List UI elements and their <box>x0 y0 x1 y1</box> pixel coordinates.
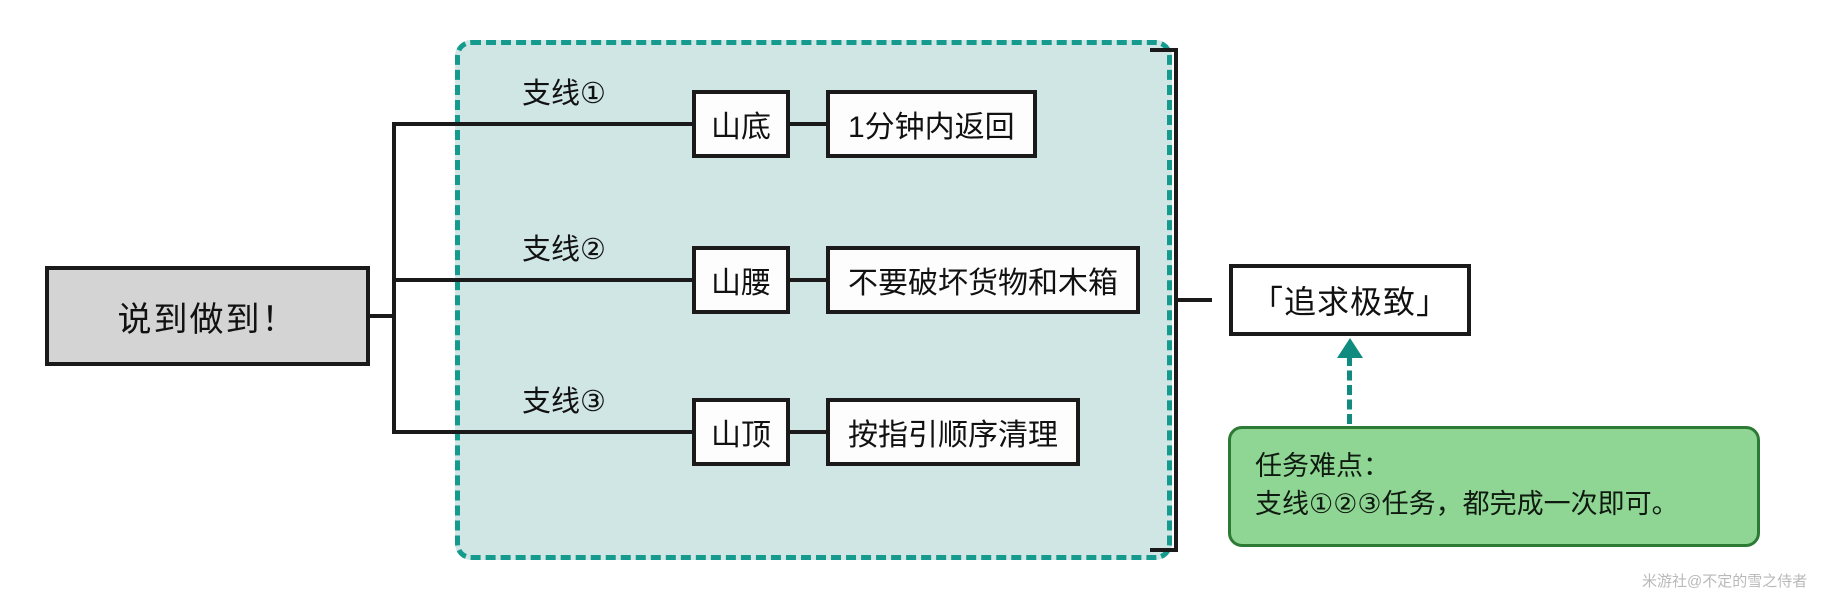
goal-node[interactable]: 「追求极致」 <box>1229 264 1471 336</box>
branch-1-label: 支线① <box>522 78 606 110</box>
branch-2-label: 支线② <box>522 234 606 266</box>
branch-2-stage-label: 山腰 <box>711 267 771 300</box>
branch-3-stage-label: 山顶 <box>711 419 771 452</box>
branch-1-stage-node[interactable]: 山底 <box>692 90 790 158</box>
difficulty-note-title: 任务难点： <box>1255 451 1390 481</box>
branch-3-stage-node[interactable]: 山顶 <box>692 398 790 466</box>
group-bracket <box>1150 48 1178 552</box>
branch-2-task-label: 不要破坏货物和木箱 <box>848 267 1118 300</box>
difficulty-note-body: 支线①②③任务，都完成一次即可。 <box>1255 489 1679 520</box>
trunk-connector <box>370 314 396 318</box>
branch-1-stage-label: 山底 <box>711 111 771 144</box>
branch-1-stage-task-connector <box>790 122 826 126</box>
branch-2-stage-task-connector <box>790 278 826 282</box>
goal-node-label: 「追求极致」 <box>1250 284 1449 320</box>
root-node-label: 说到做到！ <box>117 300 298 339</box>
branch-3-task-label: 按指引顺序清理 <box>848 419 1058 452</box>
branch-3-connector <box>392 430 692 434</box>
bracket-stem-connector <box>1178 298 1212 302</box>
difficulty-note: 任务难点： 支线①②③任务，都完成一次即可。 <box>1228 426 1760 547</box>
note-to-goal-arrow-shaft <box>1347 356 1352 424</box>
branch-3-stage-task-connector <box>790 430 826 434</box>
branch-1-connector <box>392 122 692 126</box>
root-node[interactable]: 说到做到！ <box>45 266 370 366</box>
watermark: 米游社@不定的雪之侍者 <box>1642 573 1808 590</box>
branch-2-stage-node[interactable]: 山腰 <box>692 246 790 314</box>
branch-1-task-node[interactable]: 1分钟内返回 <box>826 90 1037 158</box>
branch-1-task-label: 1分钟内返回 <box>848 111 1015 144</box>
note-to-goal-arrow-head <box>1337 338 1363 358</box>
branch-2-task-node[interactable]: 不要破坏货物和木箱 <box>826 246 1140 314</box>
branch-3-task-node[interactable]: 按指引顺序清理 <box>826 398 1080 466</box>
branch-2-connector <box>392 278 692 282</box>
branch-3-label: 支线③ <box>522 386 606 418</box>
